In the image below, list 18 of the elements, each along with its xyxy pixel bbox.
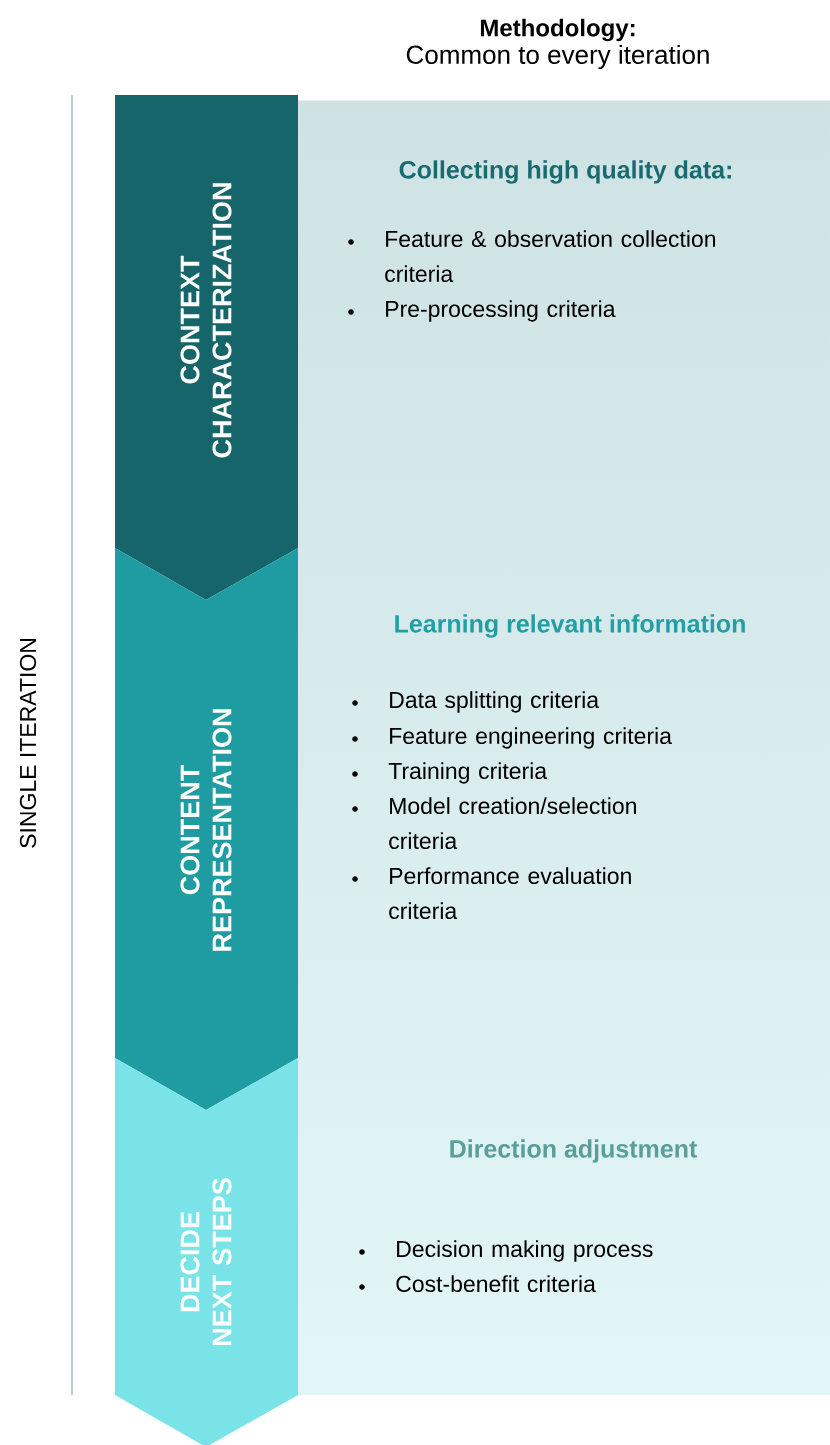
heading: Learning relevant information (395, 614, 745, 638)
heading: Methodology: (480, 18, 635, 42)
bullet-item: Pre-processing criteria (348, 300, 616, 322)
heading: Collecting high quality data: (399, 160, 731, 184)
subheading: Common to every iteration (406, 44, 709, 70)
bullet-item: Performance evaluation criteria (352, 867, 631, 920)
heading: Direction adjustment (450, 1139, 697, 1163)
bullet-item: Training criteria (352, 762, 548, 784)
bullet-item: Feature & observation collection criteria (348, 230, 716, 283)
stage-band: CONTEXT CHARACTERIZATION (115, 95, 298, 600)
stage-band: DECIDE NEXT STEPS (115, 1058, 298, 1445)
stage-band: CONTENT REPRESENTATION (115, 548, 298, 1110)
bullet-item: Data splitting criteria (352, 691, 600, 713)
bullet-item: Decision making process (359, 1240, 653, 1262)
bullet-item: Feature engineering criteria (352, 727, 672, 749)
bullet-item: Cost-benefit criteria (359, 1275, 596, 1293)
bullet-item: Model creation/selection criteria (352, 797, 636, 850)
side-label: SINGLE ITERATION (19, 639, 37, 848)
